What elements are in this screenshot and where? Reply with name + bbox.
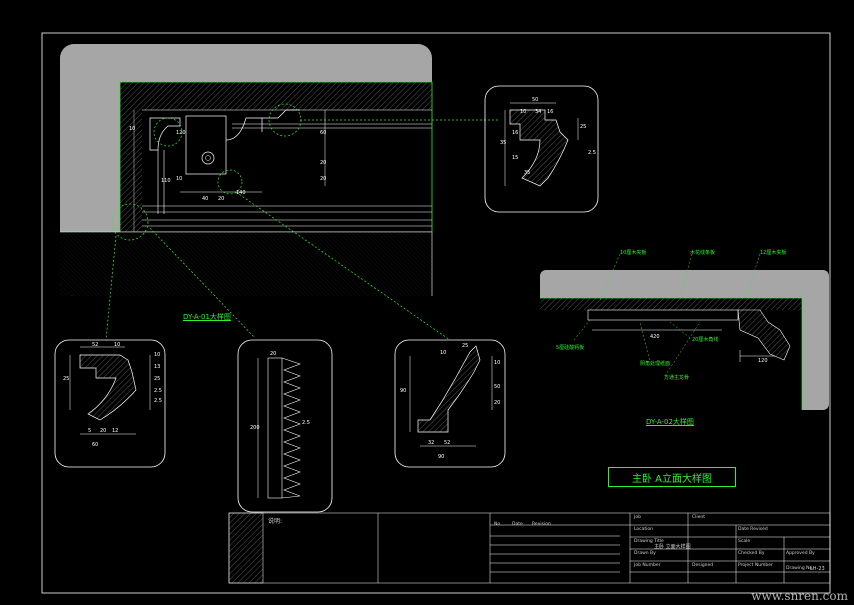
dim-main-5: 40 — [202, 196, 209, 202]
dim-main-6: 60 — [320, 130, 327, 136]
dim-top-5: 35 — [500, 140, 507, 146]
detail-cornice-br — [394, 339, 506, 468]
dim-bl-9: 60 — [92, 442, 99, 448]
dim-br-5: 20 — [494, 400, 501, 406]
callout-right-6: 20厘木角线 — [692, 337, 719, 343]
dim-main-3: 20 — [218, 196, 225, 202]
tb-col-date: Date — [512, 522, 523, 527]
dim-br-7: 32 — [428, 440, 435, 446]
detail-leader-lines — [105, 119, 500, 341]
dim-bl-10: 5 — [88, 428, 92, 434]
dim-br-4: 50 — [494, 384, 501, 390]
tb-col-approved-by: Approved By — [786, 551, 815, 556]
dim-right-1: 420 — [650, 334, 660, 340]
detail-ceiling-right — [540, 253, 829, 410]
dim-top-4: 10 — [520, 109, 527, 115]
dim-bl-7: 2.5 — [154, 388, 162, 394]
dim-main-8: 20 — [320, 176, 327, 182]
tb-col-job: Job — [634, 515, 641, 520]
dim-top-10: 35 — [524, 170, 531, 176]
dim-br-2: 10 — [440, 350, 447, 356]
dim-main-9: 120 — [176, 130, 186, 136]
dim-main-1: 10 — [129, 126, 136, 132]
watermark: www.snren.com — [751, 589, 848, 603]
tb-col-drawn-by: Drawn By — [634, 551, 656, 556]
tb-col-no: No — [494, 522, 501, 527]
tb-col-job-number: Job Number — [634, 563, 661, 568]
dim-main-4: 140 — [236, 190, 246, 196]
tb-col-designed: Designed — [692, 563, 714, 568]
dim-bl-8: 2.5 — [154, 398, 162, 404]
dim-bl-4: 13 — [154, 364, 161, 370]
dim-br-8: 52 — [444, 440, 451, 446]
main-section-panel — [60, 44, 433, 296]
main-drawing-title: 主卧 A立面大样图 — [608, 467, 736, 487]
callout-right-7: 方通主龙骨 — [664, 375, 690, 381]
dim-bl-2: 10 — [114, 342, 121, 348]
tb-drawing-title-value: 主卧 立面大样图 — [654, 544, 691, 550]
dim-right-2: 120 — [758, 358, 768, 364]
dim-br-1: 25 — [462, 343, 469, 349]
tb-col-scale: Scale — [738, 539, 751, 544]
dim-bl-1: 52 — [92, 342, 99, 348]
dim-top-2: 34 — [535, 109, 542, 115]
dim-top-1: 50 — [532, 97, 539, 103]
tb-col-drawing-title: Drawing Title — [634, 539, 664, 544]
tb-col-date-revised: Date Revised — [738, 527, 768, 532]
dim-br-6: 90 — [400, 388, 407, 394]
dim-bl-3: 10 — [154, 352, 161, 358]
tb-notes-heading: 说明: — [268, 518, 283, 525]
tb-col-client: Client — [692, 515, 706, 520]
callout-right-5: 阴角处理纸面 — [640, 361, 671, 367]
callout-right-4: 5厘硅酸钙板 — [556, 345, 585, 351]
label-detail-02: DY-A-02大样图 — [646, 418, 694, 426]
detail-moulding-bm — [237, 339, 333, 513]
title-block — [228, 512, 831, 584]
tb-col-drawing-no: Drawing No. — [786, 566, 814, 571]
detail-cornice-bl — [54, 339, 166, 468]
detail-cornice-top — [484, 85, 599, 213]
dim-bl-12: 12 — [112, 428, 119, 434]
dim-bl-11: 20 — [100, 428, 107, 434]
tb-col-project-number: Project Number — [738, 563, 773, 568]
dim-main-7: 20 — [320, 160, 327, 166]
dim-bm-2: 200 — [250, 425, 260, 431]
dim-top-3: 16 — [547, 109, 554, 115]
sheet-border — [41, 32, 831, 594]
tb-drawing-no-value: LH-23 — [810, 566, 825, 572]
dim-top-9: 2.5 — [588, 150, 596, 156]
dim-top-6: 16 — [512, 130, 519, 136]
tb-col-revision: Revision — [532, 522, 551, 527]
dim-br-9: 90 — [438, 454, 445, 460]
tb-col-location: Location — [634, 527, 654, 532]
dim-bm-3: 2.5 — [302, 420, 310, 426]
dim-bl-6: 25 — [154, 376, 161, 382]
dim-br-3: 10 — [494, 360, 501, 366]
dim-main-10: 10 — [176, 176, 183, 182]
dim-bm-1: 20 — [270, 351, 277, 357]
callout-right-3: 12厘木夹板 — [760, 250, 787, 256]
dim-top-7: 15 — [512, 155, 519, 161]
callout-right-1: 10厘木夹板 — [620, 250, 647, 256]
dim-main-2: 110 — [161, 178, 171, 184]
label-detail-01: DY-A-01大样图 — [183, 313, 231, 321]
dim-top-8: 25 — [580, 124, 587, 130]
tb-col-checked-by: Checked By — [738, 551, 765, 556]
dim-bl-5: 25 — [63, 376, 70, 382]
callout-right-2: 木花线条板 — [690, 250, 716, 256]
